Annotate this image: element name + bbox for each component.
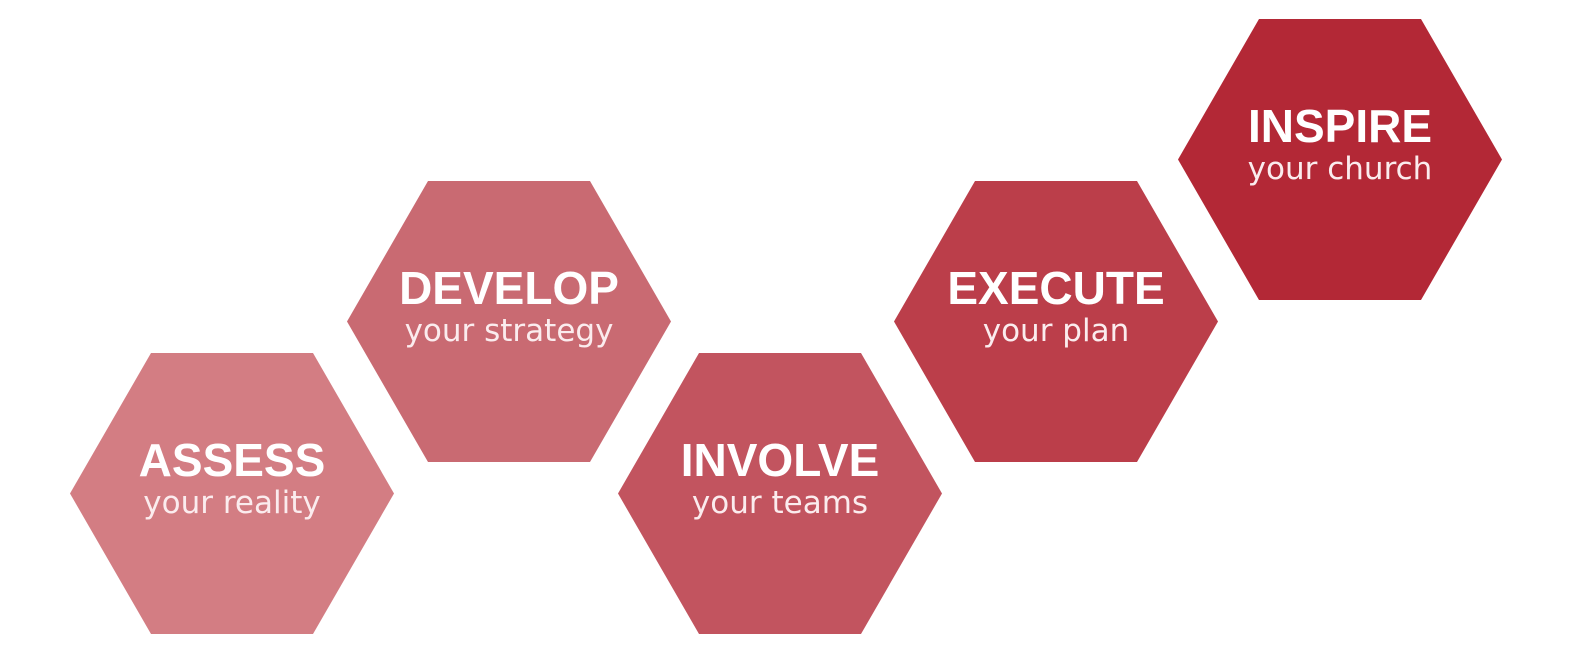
hex-step-involve: INVOLVE your teams xyxy=(618,353,942,634)
hex-step-develop: DEVELOP your strategy xyxy=(347,181,671,462)
hex-step-inspire: INSPIRE your church xyxy=(1178,19,1502,300)
step-subtitle: your teams xyxy=(691,485,869,521)
hex-step-execute: EXECUTE your plan xyxy=(894,181,1218,462)
step-title: DEVELOP xyxy=(399,262,619,314)
step-title: EXECUTE xyxy=(947,262,1165,314)
step-subtitle: your strategy xyxy=(404,313,614,349)
hex-step-assess: ASSESS your reality xyxy=(70,353,394,634)
step-title: ASSESS xyxy=(138,434,326,486)
step-subtitle: your reality xyxy=(143,485,321,521)
step-title: INVOLVE xyxy=(680,434,880,486)
step-title: INSPIRE xyxy=(1247,100,1433,152)
step-subtitle: your church xyxy=(1247,151,1433,187)
step-subtitle: your plan xyxy=(982,313,1130,349)
